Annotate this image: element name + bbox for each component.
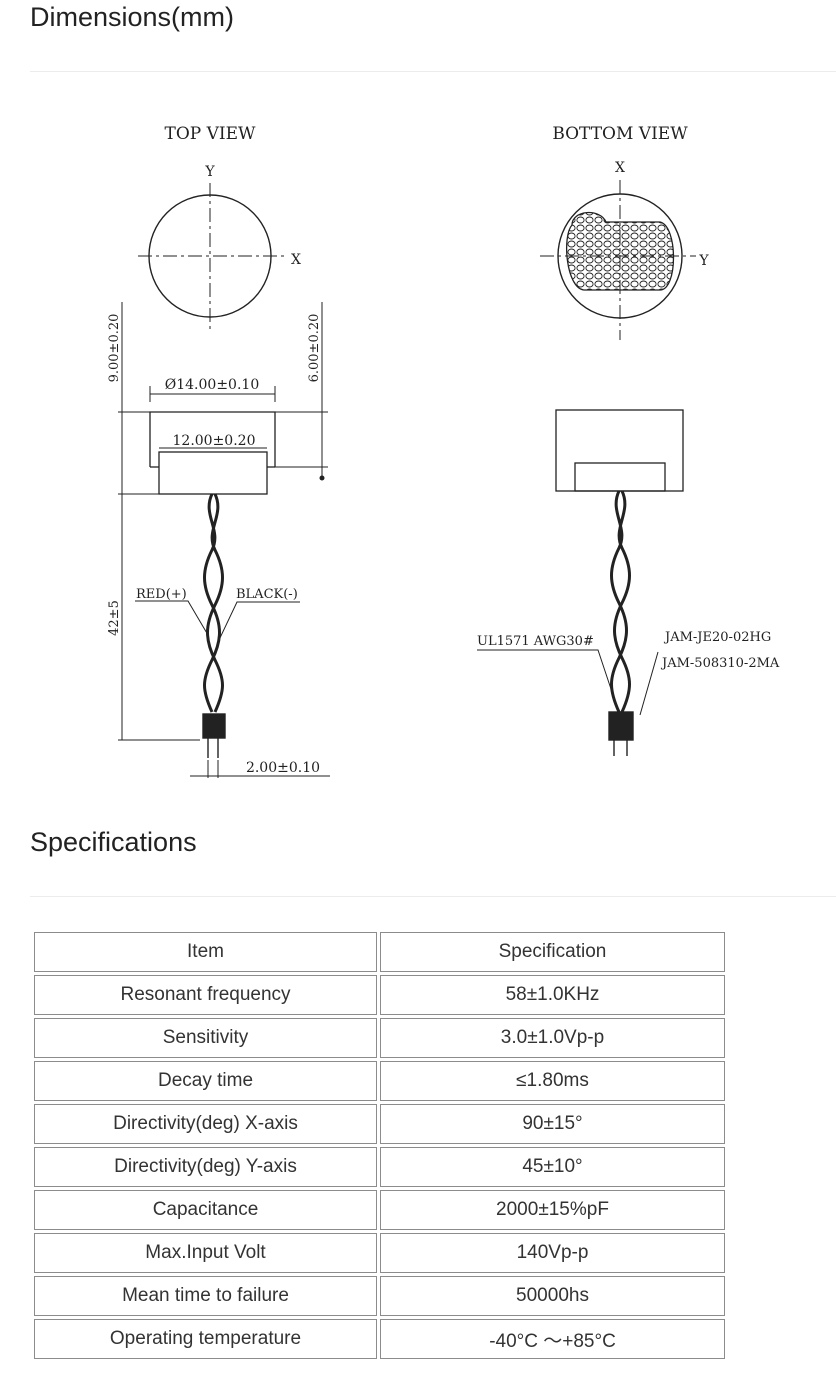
bottom-axis-y-label: Y: [698, 253, 709, 269]
row-value: -40°C ～+85°C: [380, 1319, 725, 1359]
table-row: Sensitivity 3.0±1.0Vp-p: [34, 1018, 725, 1058]
dim-diameter-label: Ø14.00±0.10: [165, 377, 259, 393]
wire-red-label: RED(+): [136, 587, 187, 602]
row-value: 58±1.0KHz: [380, 975, 725, 1015]
row-item: Directivity(deg) Y-axis: [34, 1147, 377, 1187]
bottom-twisted-wire: [610, 490, 631, 713]
table-row: Mean time to failure 50000hs: [34, 1276, 725, 1316]
row-value: 50000hs: [380, 1276, 725, 1316]
table-row: Max.Input Volt 140Vp-p: [34, 1233, 725, 1273]
top-twisted-wire: [203, 493, 224, 713]
connector-1-label: JAM-JE20-02HG: [663, 630, 771, 645]
row-item: Max.Input Volt: [34, 1233, 377, 1273]
bottom-leader-lines: [477, 649, 659, 716]
table-row: Directivity(deg) Y-axis 45±10°: [34, 1147, 725, 1187]
bottom-connector: [608, 711, 634, 756]
table-row: Capacitance 2000±15%pF: [34, 1190, 725, 1230]
bottom-view-label: BOTTOM VIEW: [552, 124, 688, 144]
dim-lead-length-label: 42±5: [107, 600, 122, 636]
top-dimension-lines: [118, 302, 330, 778]
spec-table: Item Specification Resonant frequency 58…: [31, 929, 728, 1362]
row-value: ≤1.80ms: [380, 1061, 725, 1101]
dimensions-title: Dimensions(mm): [30, 2, 235, 32]
table-row: Decay time ≤1.80ms: [34, 1061, 725, 1101]
row-value: 90±15°: [380, 1104, 725, 1144]
dim-height-label: 9.00±0.20: [107, 314, 122, 383]
divider: [30, 896, 836, 897]
table-header-row: Item Specification: [34, 932, 725, 972]
bottom-side-body: [555, 409, 684, 492]
top-view-circle: [138, 183, 284, 333]
row-item: Sensitivity: [34, 1018, 377, 1058]
bottom-axis-x-label: X: [615, 160, 625, 176]
table-row: Directivity(deg) X-axis 90±15°: [34, 1104, 725, 1144]
row-value: 140Vp-p: [380, 1233, 725, 1273]
dim-pin-pitch-label: 2.00±0.10: [246, 760, 320, 776]
bottom-view-circle: [540, 180, 696, 340]
wire-spec-label: UL1571 AWG30#: [477, 634, 594, 649]
top-axis-y-label: Y: [204, 164, 215, 180]
specifications-title: Specifications: [30, 827, 197, 857]
row-value: 2000±15%pF: [380, 1190, 725, 1230]
row-value: 45±10°: [380, 1147, 725, 1187]
divider: [30, 71, 836, 72]
wire-leader-lines: [135, 600, 300, 641]
top-dim-dot: [319, 475, 325, 481]
row-item: Decay time: [34, 1061, 377, 1101]
dim-inner-label: 12.00±0.20: [173, 433, 256, 449]
row-item: Operating temperature: [34, 1319, 377, 1359]
dimension-drawing: TOP VIEW Y X 9.00±0.20 6.00±0.20 Ø14.00±…: [107, 124, 780, 778]
row-item: Capacitance: [34, 1190, 377, 1230]
connector-2-label: JAM-508310-2MA: [660, 656, 780, 671]
row-value: 3.0±1.0Vp-p: [380, 1018, 725, 1058]
row-item: Directivity(deg) X-axis: [34, 1104, 377, 1144]
dim-body-label: 6.00±0.20: [307, 314, 322, 383]
top-axis-x-label: X: [291, 252, 301, 268]
header-item: Item: [34, 932, 377, 972]
header-specification: Specification: [380, 932, 725, 972]
top-view-label: TOP VIEW: [165, 124, 257, 144]
row-item: Resonant frequency: [34, 975, 377, 1015]
row-item: Mean time to failure: [34, 1276, 377, 1316]
table-row: Resonant frequency 58±1.0KHz: [34, 975, 725, 1015]
table-row: Operating temperature -40°C ～+85°C: [34, 1319, 725, 1359]
wire-black-label: BLACK(-): [236, 587, 298, 602]
top-connector: [202, 713, 226, 758]
top-side-body: [149, 411, 276, 495]
